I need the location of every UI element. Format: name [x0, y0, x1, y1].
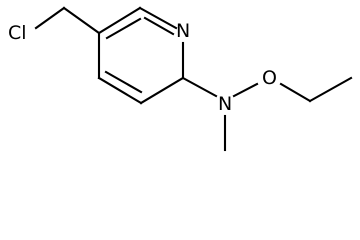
bond-c2-c3	[139, 76, 185, 105]
bond-o-ch2	[279, 82, 312, 103]
molecule-structure-diagram: Cl N N O	[8, 6, 353, 152]
bond-n-o	[232, 82, 259, 98]
bond-c6-n1-inner	[143, 16, 175, 36]
bond-cl-ch2	[34, 6, 66, 30]
bond-c5-c6-inner	[105, 17, 142, 40]
bond-ch2-c5	[62, 6, 101, 35]
bond-c3-c4-inner	[104, 70, 143, 94]
bond-c6-n1-outer	[138, 6, 178, 30]
bond-c3-c4-outer	[97, 76, 143, 105]
bond-c2-n-amine	[181, 76, 218, 98]
atom-label-n-ring: N	[176, 20, 190, 42]
bond-c5-c6	[97, 6, 142, 35]
atom-label-o: O	[262, 67, 277, 89]
bond-ch2-ch3	[308, 76, 353, 103]
atom-label-cl: Cl	[8, 22, 27, 44]
atom-label-n-amine: N	[218, 93, 232, 115]
